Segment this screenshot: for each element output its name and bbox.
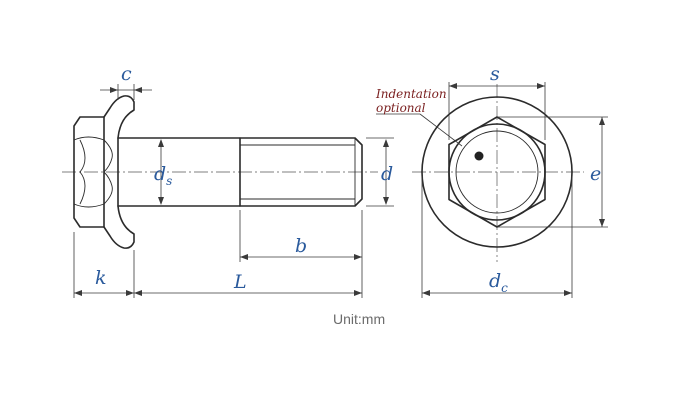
dim-b-arrow-left xyxy=(240,254,248,260)
indentation-leader xyxy=(419,113,463,147)
dim-d-arrow-top xyxy=(383,139,389,147)
dim-dc-arrow-right xyxy=(564,290,572,296)
shank xyxy=(117,137,241,207)
flange-side xyxy=(103,95,135,249)
dim-c-arrow-right xyxy=(134,87,142,93)
dim-ds-arrow-top xyxy=(158,139,164,147)
label-ds: ds xyxy=(154,163,172,188)
dim-L-arrow-left xyxy=(134,290,142,296)
dim-k-arrow-right xyxy=(126,290,134,296)
dim-d-arrow-bottom xyxy=(383,197,389,205)
dim-c-arrow-left xyxy=(110,87,118,93)
indentation-dot xyxy=(474,151,484,161)
bearing-circle xyxy=(448,123,546,221)
label-c: c xyxy=(121,63,132,85)
dim-s-arrow-right xyxy=(537,83,545,89)
indentation-note-line1: Indentation xyxy=(375,87,447,101)
flange-circle xyxy=(421,96,573,248)
flange-inner-curve xyxy=(103,139,113,205)
label-s: s xyxy=(490,63,500,85)
thread-section xyxy=(239,137,363,207)
dim-s-arrow-left xyxy=(449,83,457,89)
indentation-note-line2: optional xyxy=(376,101,426,115)
label-b: b xyxy=(295,235,307,257)
label-e: e xyxy=(590,163,601,185)
label-dc: dc xyxy=(489,270,508,295)
dim-k-arrow-left xyxy=(74,290,82,296)
inner-chamfer-circle xyxy=(455,130,539,214)
dim-L-arrow-right xyxy=(354,290,362,296)
dim-dc-arrow-left xyxy=(422,290,430,296)
end-view: Indentation optional s e dc xyxy=(375,63,608,298)
dim-e-arrow-bottom xyxy=(599,219,605,227)
label-k: k xyxy=(95,267,107,289)
label-L: L xyxy=(233,271,247,293)
label-d: d xyxy=(381,163,393,185)
side-view: c ds d b k L xyxy=(62,63,394,298)
dim-b-arrow-right xyxy=(354,254,362,260)
unit-caption: Unit:mm xyxy=(333,311,385,327)
dim-e-arrow-top xyxy=(599,117,605,125)
dim-ds-arrow-bottom xyxy=(158,197,164,205)
hex-head-facets xyxy=(73,136,105,208)
